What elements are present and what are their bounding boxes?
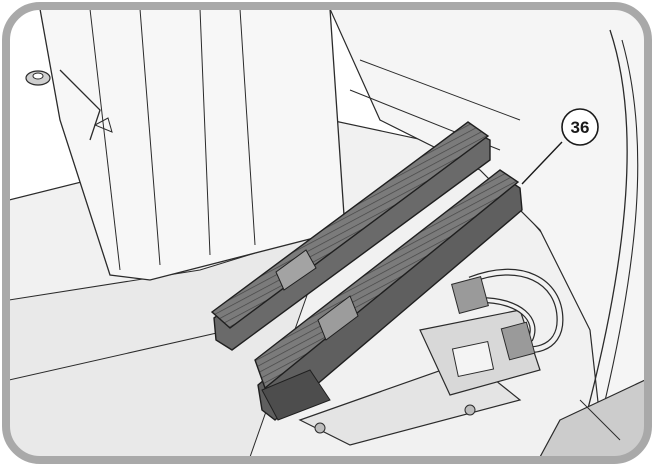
bracket-line (579, 399, 621, 441)
cabinet-line-1 (89, 9, 121, 271)
module-label (451, 340, 495, 378)
callout-number: 36 (571, 118, 590, 137)
pedal-lower (254, 169, 523, 421)
pedal-upper (210, 121, 491, 351)
bracket-bottom-right (538, 379, 645, 457)
callout-36: 36 (561, 108, 599, 146)
base-bolt-2 (464, 404, 476, 416)
cabinet-line-3 (199, 9, 211, 256)
cabinet-line-2 (139, 9, 161, 266)
wall-curve-1 (584, 29, 628, 421)
pedal-lower-logo (317, 295, 359, 341)
cable-2-inner (479, 298, 535, 341)
pedal-upper-logo (275, 249, 317, 291)
wall-curve-2 (597, 39, 639, 431)
callout-circle (561, 108, 599, 146)
callout-leader-line (521, 141, 563, 185)
cabinet-line-4 (239, 9, 256, 246)
drawing-content (9, 9, 645, 457)
connector-right (500, 321, 536, 361)
pedal-lower-hinge (261, 369, 331, 421)
wall-line-1 (359, 59, 521, 121)
connector-top (451, 276, 489, 314)
cabinet-column (39, 9, 346, 281)
cable-wire (59, 69, 101, 141)
pedal-lower-top (254, 169, 520, 390)
floor-edge-line (9, 329, 231, 381)
bolt-top-left-head (32, 72, 44, 80)
cable-clip (93, 117, 113, 133)
base-bolt-1 (314, 422, 326, 434)
